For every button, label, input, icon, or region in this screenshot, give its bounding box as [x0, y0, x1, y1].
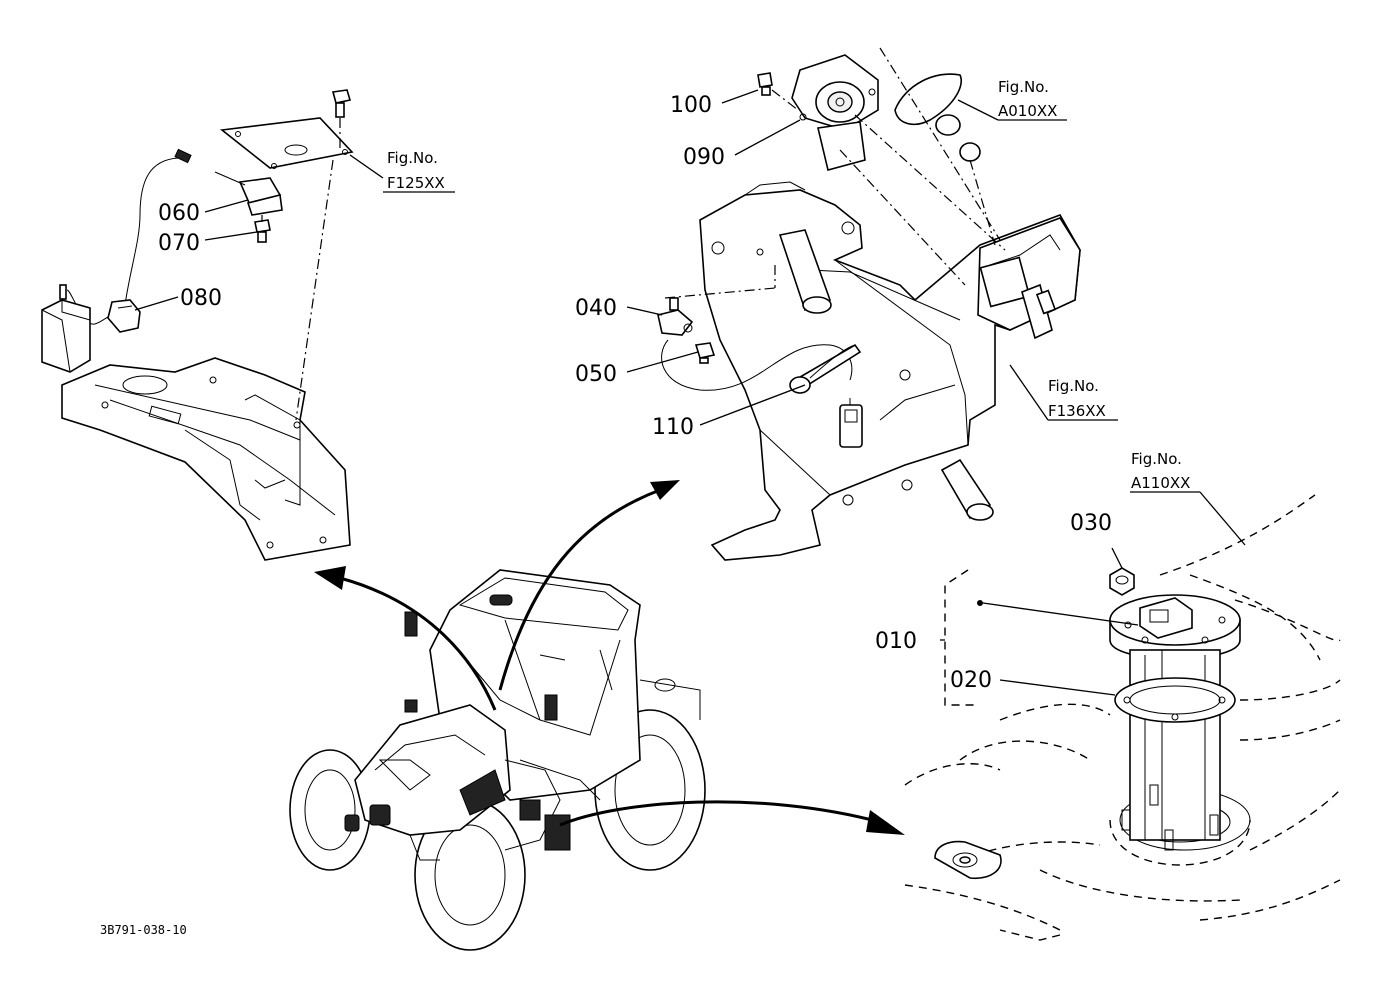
floor-plate [61, 357, 351, 561]
callout-020: 020 [950, 668, 992, 693]
left-assembly [41, 89, 354, 561]
callout-010: 010 [875, 629, 917, 654]
callout-labels: 060 070 080 100 090 040 050 110 030 010 … [158, 93, 1112, 693]
screw-100 [757, 72, 773, 96]
callout-050: 050 [575, 362, 617, 387]
callout-110: 110 [652, 415, 694, 440]
pedal-sensor-090 [791, 54, 879, 171]
figref-a010-label: Fig.No. [998, 78, 1049, 96]
figref-a110-label: Fig.No. [1131, 450, 1182, 468]
bolt-070 [254, 219, 271, 243]
figref-a010-code: A010XX [998, 102, 1057, 120]
right-bracket [977, 217, 1081, 340]
switch-060 [174, 148, 283, 216]
callout-090: 090 [683, 145, 725, 170]
callout-070: 070 [158, 231, 200, 256]
figure-references: Fig.No. F125XX Fig.No. A010XX Fig.No. F1… [387, 78, 1190, 492]
callout-030: 030 [1070, 511, 1112, 536]
figref-f125-code: F125XX [387, 174, 445, 192]
switch-040 [657, 297, 694, 336]
document-id: 3B791-038-10 [100, 923, 187, 937]
shaft [778, 229, 832, 314]
bracket-plate [220, 117, 354, 169]
pointer-arrows [314, 480, 905, 835]
nut-030 [1109, 567, 1135, 596]
callout-080: 080 [180, 286, 222, 311]
relay-box [41, 284, 91, 373]
fuel-gauge-010 [1109, 594, 1241, 851]
callout-040: 040 [575, 296, 617, 321]
callout-060: 060 [158, 201, 200, 226]
figref-f136-label: Fig.No. [1048, 377, 1099, 395]
lower-shaft [940, 458, 994, 521]
pedal-bracket-assembly [657, 47, 1081, 561]
connector [839, 398, 863, 448]
bolt-top [331, 89, 352, 118]
fuel-tank-assembly [904, 494, 1341, 941]
nut-050 [694, 342, 716, 364]
tractor [289, 569, 706, 951]
callout-100: 100 [670, 93, 712, 118]
figref-f125-label: Fig.No. [387, 149, 438, 167]
figref-f136-code: F136XX [1048, 402, 1106, 420]
figref-a110-code: A110XX [1131, 474, 1190, 492]
bushing-set [894, 73, 981, 162]
sensor-080 [107, 299, 141, 333]
